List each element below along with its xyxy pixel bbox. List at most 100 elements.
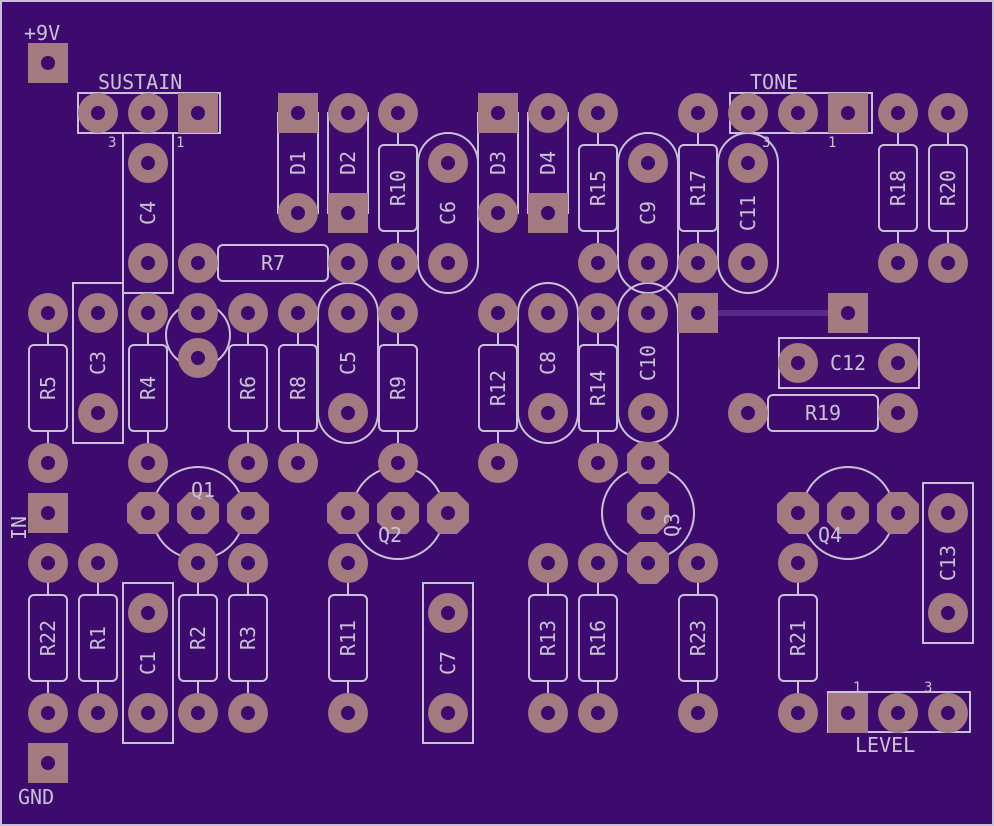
drill-hole bbox=[941, 256, 955, 270]
drill-hole bbox=[891, 506, 905, 520]
drill-hole bbox=[191, 256, 205, 270]
drill-hole bbox=[841, 106, 855, 120]
drill-hole bbox=[541, 206, 555, 220]
label-r20: R20 bbox=[936, 170, 960, 206]
drill-hole bbox=[341, 256, 355, 270]
drill-hole bbox=[241, 556, 255, 570]
part-outline bbox=[478, 344, 518, 432]
level-pin1: 1 bbox=[853, 680, 861, 696]
drill-hole bbox=[41, 556, 55, 570]
part-outline bbox=[328, 594, 368, 682]
drill-hole bbox=[741, 256, 755, 270]
drill-hole bbox=[191, 106, 205, 120]
label-d2: D2 bbox=[336, 151, 360, 175]
drill-hole bbox=[591, 556, 605, 570]
part-outline bbox=[528, 594, 568, 682]
drill-hole bbox=[191, 506, 205, 520]
sustain-pin1: 1 bbox=[176, 135, 184, 151]
label-r23: R23 bbox=[686, 620, 710, 656]
drill-hole bbox=[691, 306, 705, 320]
label-r21: R21 bbox=[786, 620, 810, 656]
drill-hole bbox=[291, 456, 305, 470]
drill-hole bbox=[41, 706, 55, 720]
drill-hole bbox=[691, 106, 705, 120]
label-r7: R7 bbox=[261, 251, 285, 275]
label-r13: R13 bbox=[536, 620, 560, 656]
label-r19: R19 bbox=[805, 401, 841, 425]
label-c5: C5 bbox=[336, 351, 360, 375]
label-r2: R2 bbox=[186, 626, 210, 650]
label-r3: R3 bbox=[236, 626, 260, 650]
drill-hole bbox=[241, 456, 255, 470]
drill-hole bbox=[91, 706, 105, 720]
part-outline bbox=[78, 594, 118, 682]
label-c9: C9 bbox=[636, 201, 660, 225]
drill-hole bbox=[241, 706, 255, 720]
drill-hole bbox=[341, 206, 355, 220]
drill-hole bbox=[441, 706, 455, 720]
drill-hole bbox=[791, 506, 805, 520]
part-outline bbox=[928, 144, 968, 232]
drill-hole bbox=[191, 351, 205, 365]
drill-hole bbox=[191, 556, 205, 570]
drill-hole bbox=[541, 706, 555, 720]
label-c6: C6 bbox=[436, 201, 460, 225]
drill-hole bbox=[191, 306, 205, 320]
label-d1: D1 bbox=[286, 151, 310, 175]
label-r17: R17 bbox=[686, 170, 710, 206]
drill-hole bbox=[941, 506, 955, 520]
drill-hole bbox=[341, 556, 355, 570]
drill-hole bbox=[141, 706, 155, 720]
drill-hole bbox=[841, 706, 855, 720]
drill-hole bbox=[941, 606, 955, 620]
drill-hole bbox=[41, 506, 55, 520]
drill-hole bbox=[541, 406, 555, 420]
label-r18: R18 bbox=[886, 170, 910, 206]
part-outline bbox=[228, 594, 268, 682]
pad-layer bbox=[28, 43, 968, 783]
drill-hole bbox=[741, 406, 755, 420]
label-d3: D3 bbox=[486, 151, 510, 175]
part-outline bbox=[28, 594, 68, 682]
part-outline bbox=[378, 344, 418, 432]
drill-hole bbox=[241, 306, 255, 320]
part-outline bbox=[578, 344, 618, 432]
drill-hole bbox=[941, 706, 955, 720]
drill-hole bbox=[641, 156, 655, 170]
drill-hole bbox=[941, 106, 955, 120]
label-c4: C4 bbox=[136, 201, 160, 225]
label-q2: Q2 bbox=[378, 523, 402, 547]
drill-hole bbox=[341, 406, 355, 420]
drill-hole bbox=[641, 506, 655, 520]
drill-hole bbox=[541, 306, 555, 320]
label-r22: R22 bbox=[36, 620, 60, 656]
label-r16: R16 bbox=[586, 620, 610, 656]
label-r1: R1 bbox=[86, 626, 110, 650]
part-outline bbox=[72, 282, 124, 444]
label-r8: R8 bbox=[286, 376, 310, 400]
drill-hole bbox=[141, 306, 155, 320]
label-9v: +9V bbox=[24, 21, 60, 45]
drill-hole bbox=[91, 406, 105, 420]
level-pin3: 3 bbox=[924, 680, 932, 696]
label-gnd: GND bbox=[18, 785, 54, 809]
part-outline bbox=[578, 144, 618, 232]
drill-hole bbox=[791, 356, 805, 370]
drill-hole bbox=[291, 306, 305, 320]
drill-hole bbox=[891, 106, 905, 120]
part-outline bbox=[228, 344, 268, 432]
part-outline bbox=[578, 594, 618, 682]
drill-hole bbox=[141, 156, 155, 170]
drill-hole bbox=[41, 306, 55, 320]
drill-hole bbox=[591, 456, 605, 470]
label-r5: R5 bbox=[36, 376, 60, 400]
tone-pin1: 1 bbox=[828, 135, 836, 151]
drill-hole bbox=[691, 256, 705, 270]
drill-hole bbox=[141, 256, 155, 270]
label-c12: C12 bbox=[830, 351, 866, 375]
label-level: LEVEL bbox=[855, 733, 915, 757]
drill-hole bbox=[491, 456, 505, 470]
